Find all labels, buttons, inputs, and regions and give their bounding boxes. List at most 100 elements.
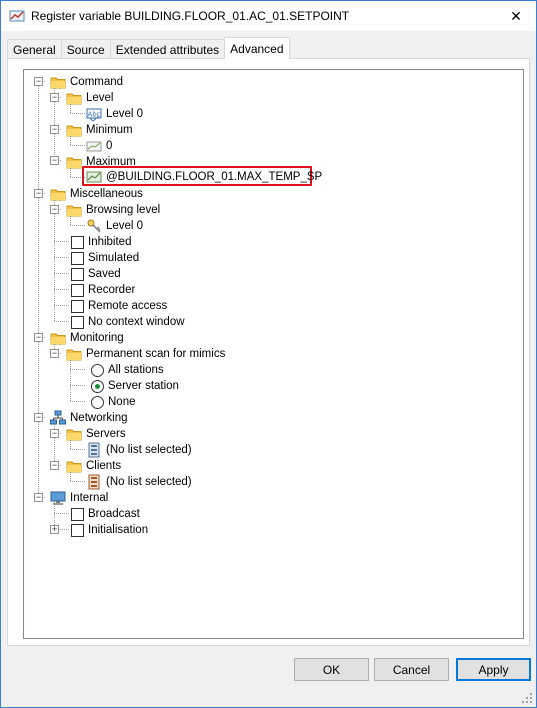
server-list-icon (88, 442, 100, 458)
radio-none[interactable]: None (91, 394, 136, 410)
tree-node-label: Browsing level (86, 204, 161, 216)
tree-node-browsing-level-value[interactable]: Level 0 (86, 218, 143, 234)
collapse-toggle-networking[interactable]: − (34, 412, 43, 422)
tree-node-internal[interactable]: Internal (50, 490, 108, 506)
checkbox-label: Remote access (88, 300, 168, 312)
collapse-toggle-level[interactable]: − (50, 92, 59, 102)
tree-node-label: Internal (70, 492, 109, 504)
radio-button[interactable] (91, 395, 104, 409)
radio-button-selected[interactable] (91, 379, 104, 393)
tree-node-clients-value[interactable]: (No list selected) (86, 474, 192, 490)
tree-node-monitoring[interactable]: Monitoring (50, 330, 124, 346)
folder-icon (66, 93, 82, 105)
resize-grip-icon[interactable] (521, 692, 533, 704)
checkbox[interactable] (71, 315, 84, 329)
key-level-icon (87, 219, 101, 233)
numeric-value-icon (86, 141, 102, 152)
highlight-box (82, 166, 312, 186)
checkbox-label: Broadcast (88, 508, 140, 520)
tree-node-label: Maximum (86, 156, 136, 168)
checkbox-label: Recorder (88, 284, 136, 296)
tree-node-label: Clients (86, 460, 122, 472)
tab-strip: General Source Extended attributes Advan… (7, 37, 290, 59)
checkbox-inhibited[interactable]: Inhibited (71, 234, 131, 250)
tree-node-minimum-value[interactable]: 0 (86, 138, 112, 154)
checkbox[interactable] (71, 235, 84, 249)
tree-node-label: (No list selected) (106, 476, 192, 488)
checkbox-saved[interactable]: Saved (71, 266, 121, 282)
tab-extended-attributes[interactable]: Extended attributes (109, 39, 226, 59)
tree-node-level-value[interactable]: Abc Level 0 (86, 106, 143, 122)
variable-link-icon (86, 171, 102, 183)
tree-node-browsing-level[interactable]: Browsing level (66, 202, 160, 218)
tab-label: Extended attributes (115, 42, 220, 57)
checkbox-simulated[interactable]: Simulated (71, 250, 139, 266)
collapse-toggle-monitoring[interactable]: − (34, 332, 43, 342)
tab-label: Source (66, 42, 105, 57)
properties-tree[interactable]: − − − − − − − − − − − − + Command Level … (23, 69, 524, 639)
checkbox[interactable] (71, 267, 84, 281)
collapse-toggle-command[interactable]: − (34, 76, 43, 86)
checkbox-initialisation[interactable]: Initialisation (71, 522, 148, 538)
checkbox-remote-access[interactable]: Remote access (71, 298, 167, 314)
tree-node-label: @BUILDING.FLOOR_01.MAX_TEMP_SP (106, 171, 323, 183)
collapse-toggle-miscellaneous[interactable]: − (34, 188, 43, 198)
checkbox-broadcast[interactable]: Broadcast (71, 506, 140, 522)
radio-button[interactable] (91, 363, 104, 377)
text-value-icon: Abc (86, 108, 102, 122)
tree-node-miscellaneous[interactable]: Miscellaneous (50, 186, 143, 202)
tree-node-clients[interactable]: Clients (66, 458, 121, 474)
radio-all-stations[interactable]: All stations (91, 362, 164, 378)
window-title: Register variable BUILDING.FLOOR_01.AC_0… (31, 9, 350, 23)
tab-label: Advanced (230, 41, 284, 56)
tree-node-command[interactable]: Command (50, 74, 123, 90)
radio-server-station[interactable]: Server station (91, 378, 179, 394)
tree-node-label: Level 0 (106, 220, 144, 232)
title-bar[interactable]: Register variable BUILDING.FLOOR_01.AC_0… (1, 1, 536, 31)
tab-source[interactable]: Source (60, 39, 111, 59)
tree-node-label: 0 (106, 140, 113, 152)
checkbox[interactable] (71, 507, 84, 521)
tree-node-level[interactable]: Level (66, 90, 114, 106)
tree-node-servers-value[interactable]: (No list selected) (86, 442, 192, 458)
cancel-button[interactable]: Cancel (374, 658, 449, 681)
tree-node-servers[interactable]: Servers (66, 426, 126, 442)
checkbox[interactable] (71, 523, 84, 537)
collapse-toggle-clients[interactable]: − (50, 460, 59, 470)
checkbox-label: Initialisation (88, 524, 149, 536)
checkbox[interactable] (71, 299, 84, 313)
expand-toggle-initialisation[interactable]: + (50, 524, 59, 534)
checkbox-recorder[interactable]: Recorder (71, 282, 135, 298)
tab-advanced[interactable]: Advanced (224, 37, 290, 59)
radio-label: Server station (108, 380, 179, 392)
tab-label: General (13, 42, 56, 57)
tree-node-maximum[interactable]: Maximum (66, 154, 136, 170)
tree-node-permanent-scan[interactable]: Permanent scan for mimics (66, 346, 225, 362)
collapse-toggle-servers[interactable]: − (50, 428, 59, 438)
folder-icon (66, 157, 82, 169)
ok-button[interactable]: OK (294, 658, 369, 681)
apply-button[interactable]: Apply (456, 658, 531, 681)
collapse-toggle-minimum[interactable]: − (50, 124, 59, 134)
collapse-toggle-internal[interactable]: − (34, 492, 43, 502)
tree-node-label: Level (86, 92, 114, 104)
tree-node-networking[interactable]: Networking (50, 410, 128, 426)
checkbox[interactable] (71, 283, 84, 297)
checkbox-label: Saved (88, 268, 121, 280)
close-button[interactable]: ✕ (496, 1, 536, 31)
button-label: OK (322, 662, 341, 677)
folder-icon (66, 461, 82, 473)
checkbox[interactable] (71, 251, 84, 265)
tree-node-label: (No list selected) (106, 444, 192, 456)
tab-general[interactable]: General (7, 39, 62, 59)
folder-icon (66, 429, 82, 441)
tree-node-maximum-value[interactable]: @BUILDING.FLOOR_01.MAX_TEMP_SP (86, 169, 322, 185)
collapse-toggle-browsing-level[interactable]: − (50, 204, 59, 214)
collapse-toggle-maximum[interactable]: − (50, 155, 59, 165)
collapse-toggle-permanent-scan[interactable]: − (50, 348, 59, 358)
tree-node-minimum[interactable]: Minimum (66, 122, 133, 138)
svg-text:Abc: Abc (87, 111, 100, 119)
radio-label: All stations (108, 364, 164, 376)
checkbox-no-context-window[interactable]: No context window (71, 314, 185, 330)
